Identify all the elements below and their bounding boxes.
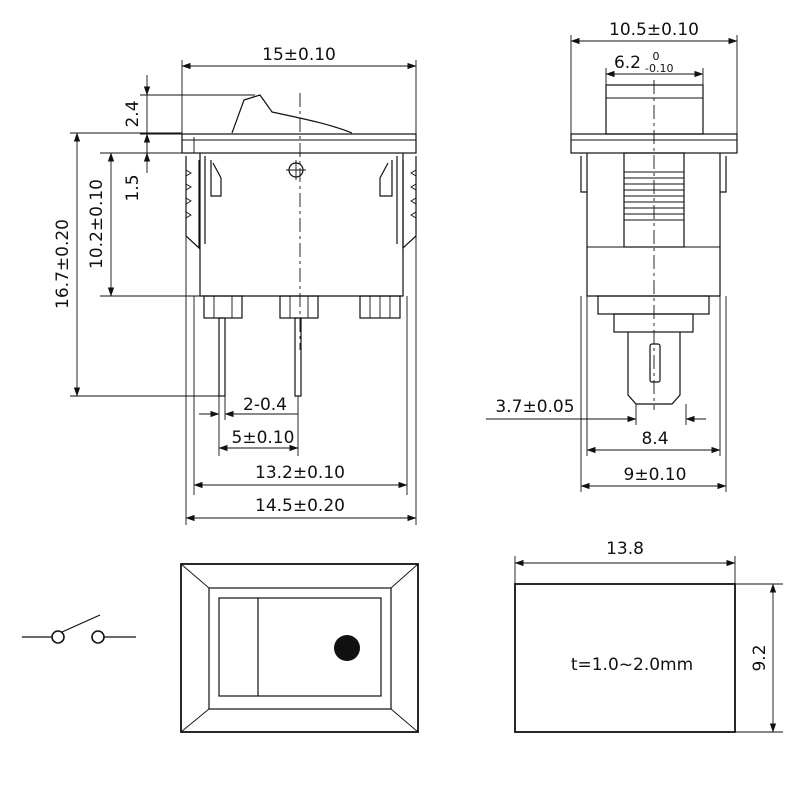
dim-rocker-width: 6.2 <box>614 53 641 73</box>
dim-side-clip-width: 9±0.10 <box>624 465 687 485</box>
panel-thickness-label: t=1.0~2.0mm <box>571 655 693 675</box>
right-snap-clip <box>379 156 417 250</box>
dim-body-width: 13.2±0.10 <box>255 463 345 483</box>
front-view <box>181 93 417 397</box>
dim-side-width: 10.5±0.10 <box>609 20 699 40</box>
dim-rocker-height: 2.4 <box>123 100 143 127</box>
dim-terminal-thickness: 2-0.4 <box>243 395 287 415</box>
dim-flange-thickness: 1.5 <box>123 174 143 201</box>
terminal-left <box>218 317 226 397</box>
dim-rocker-tol-lower: -0.10 <box>645 62 673 75</box>
dim-terminal-pitch: 5±0.10 <box>232 428 295 448</box>
dim-cutout-width: 13.8 <box>606 539 644 559</box>
dim-cutout-height: 9.2 <box>750 644 770 671</box>
dim-total-height: 16.7±0.20 <box>53 219 73 309</box>
panel-cutout: 13.8 9.2 t=1.0~2.0mm <box>514 539 783 733</box>
indicator-dot <box>334 635 360 661</box>
dim-rocker-tol-upper: 0 <box>653 50 660 63</box>
top-view <box>180 563 419 733</box>
dim-clip-width: 14.5±0.20 <box>255 496 345 516</box>
side-rocker <box>605 84 704 135</box>
cutout-rect <box>514 583 736 733</box>
side-dimensions: 10.5±0.10 6.2 0 -0.10 3.7±0.05 8.4 9±0.1… <box>486 20 738 492</box>
terminal-slot <box>649 343 661 383</box>
rocker-face <box>218 597 382 697</box>
dim-terminal-width: 3.7±0.05 <box>495 397 574 417</box>
side-terminal-tab <box>627 332 681 405</box>
front-flange <box>181 133 417 154</box>
front-dimensions: 15±0.10 2.4 1.5 10.2±0.10 16.7±0.20 2-0.… <box>53 45 417 525</box>
dim-body-height: 10.2±0.10 <box>87 179 107 269</box>
side-view <box>570 80 738 410</box>
left-snap-clip <box>185 156 222 250</box>
dim-front-width: 15±0.10 <box>262 45 336 65</box>
switch-symbol <box>22 614 136 644</box>
rocker-actuator <box>231 94 353 134</box>
dim-side-body-width: 8.4 <box>641 429 668 449</box>
